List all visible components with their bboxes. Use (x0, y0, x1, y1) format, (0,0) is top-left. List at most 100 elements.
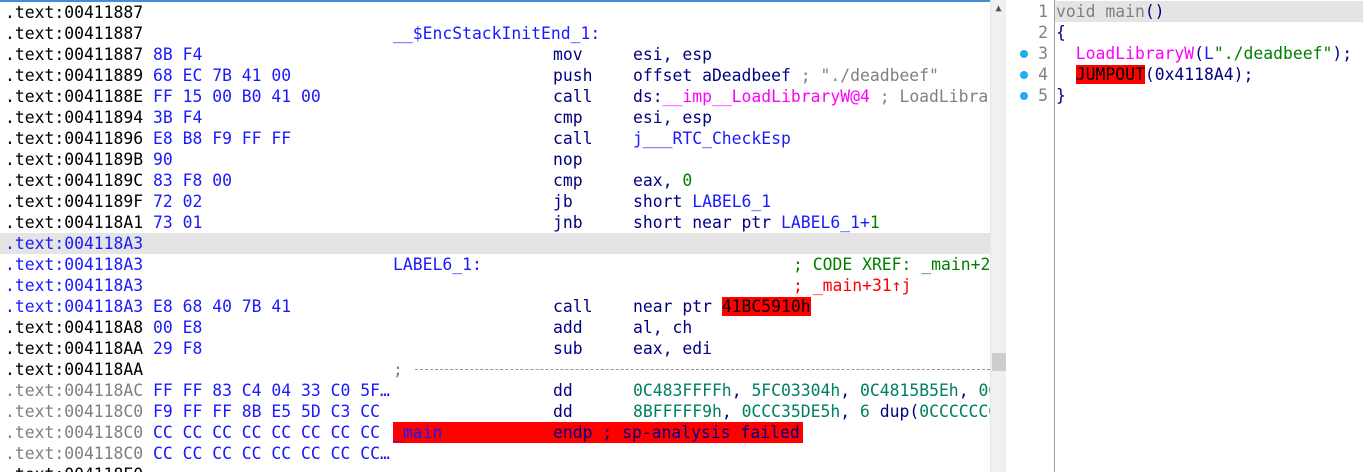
operands-part[interactable]: 41BC5910h (721, 297, 811, 316)
label: LABEL6_1: (393, 254, 482, 275)
operands: esi, esp (633, 44, 712, 65)
disasm-line[interactable]: .text:004118E0 (0, 464, 990, 472)
address: .text:00411887 (5, 24, 144, 43)
operands-part: dup( (869, 402, 920, 421)
code-text: JUMPOUT(0x4118A4); (1055, 64, 1363, 85)
address: .text:004118A3 (5, 297, 144, 316)
operands-part[interactable]: j___RTC_CheckEsp (633, 129, 791, 148)
separator-semicolon: ; (393, 360, 403, 379)
comment: ; _main+31↑j (793, 275, 911, 296)
operands: short near ptr LABEL6_1+1 (633, 212, 880, 233)
operands-part: short near ptr (633, 213, 782, 232)
operands: ds:__imp__LoadLibraryW@4 ; LoadLibra (633, 86, 988, 107)
opcode-bytes: 83 F8 00 (153, 171, 232, 190)
label-part[interactable]: __$EncStackInitEnd_1: (393, 24, 601, 43)
address: .text:004118A3 (5, 276, 144, 295)
opcode-bytes: E8 B8 F9 FF FF (153, 129, 292, 148)
opcode-bytes: 00 E8 (153, 318, 203, 337)
address: .text:0041189B (5, 150, 144, 169)
pseudocode-line[interactable]: 4 JUMPOUT(0x4118A4); (1006, 64, 1363, 85)
label-part[interactable]: _main (393, 423, 443, 442)
scroll-thumb[interactable] (992, 353, 1006, 371)
mnemonic: call (553, 87, 593, 106)
address: .text:004118AC (5, 381, 144, 400)
address: .text:00411887 (5, 3, 144, 22)
operands: eax, edi (633, 338, 712, 359)
address: .text:004118A3 (5, 234, 144, 253)
operands-part[interactable]: LABEL6_1 (692, 192, 772, 211)
code-token: (0x4118A4); (1144, 65, 1254, 84)
operands-part: , (958, 381, 979, 400)
operands-part: 0C4815B5Eh (860, 381, 959, 400)
disasm-line[interactable]: .text:004118A3 ; _main+31↑j (0, 275, 990, 296)
opcode-bytes: F9 FF FF 8B E5 5D C3 CC (153, 402, 380, 421)
error-highlight (393, 422, 803, 443)
operands: j___RTC_CheckEsp (633, 128, 791, 149)
code-token: JUMPOUT (1075, 65, 1145, 84)
opcode-bytes: CC CC CC CC CC CC CC CC (153, 423, 380, 442)
disasm-line[interactable]: .text:004118A3 (0, 233, 990, 254)
pseudocode-line[interactable]: 5} (1006, 85, 1363, 106)
operands-part: ; LoadLibra (869, 87, 989, 106)
breakpoint-dot-icon[interactable] (1020, 71, 1028, 79)
breakpoint-dot-icon[interactable] (1020, 92, 1028, 100)
code-text: } (1055, 85, 1363, 106)
address: .text:0041188E (5, 87, 144, 106)
disassembly-scrollbar[interactable]: ▲ (990, 0, 1006, 472)
operands-part: ds: (633, 87, 663, 106)
disasm-line[interactable]: .text:00411887 __$EncStackInitEnd_1: (0, 23, 990, 44)
operands-part: 6 (860, 402, 870, 421)
mnemonic: add (553, 318, 583, 337)
disassembly-view[interactable]: .text:00411887 .text:00411887 __$EncStackI… (0, 0, 990, 472)
operands-part: ; "./deadbeef" (790, 66, 939, 85)
code-token (1056, 44, 1076, 63)
gutter-divider (1054, 0, 1055, 472)
line-number: 4 (1038, 65, 1048, 84)
disasm-line[interactable]: .text:004118AA; (0, 359, 990, 380)
mnemonic: sub (553, 339, 583, 358)
code-text: void main() (1055, 1, 1363, 22)
breakpoint-dot-icon[interactable] (1020, 50, 1028, 58)
opcode-bytes: E8 68 40 7B 41 (153, 297, 292, 316)
code-text: { (1055, 22, 1363, 43)
address: .text:004118AA (5, 360, 144, 379)
address: .text:00411887 (5, 45, 144, 64)
address: .text:00411889 (5, 66, 144, 85)
operands: offset aDeadbeef ; "./deadbeef" (633, 65, 939, 86)
opcode-bytes: 73 01 (153, 213, 203, 232)
address: .text:0041189F (5, 192, 144, 211)
mnemonic: push (553, 66, 593, 85)
operands-part[interactable]: __imp__LoadLibraryW@4 (662, 87, 870, 106)
pseudocode-line[interactable]: 2{ (1006, 22, 1363, 43)
address: .text:004118A8 (5, 318, 144, 337)
dash-line (415, 369, 990, 370)
pseudocode-line[interactable]: 3 LoadLibraryW(L"./deadbeef"); (1006, 43, 1363, 64)
address: .text:004118C0 (5, 444, 144, 463)
opcode-bytes: 90 (153, 150, 173, 169)
disasm-line[interactable]: .text:00411887 (0, 2, 990, 23)
code-token: { (1056, 23, 1066, 42)
operands-part: near ptr (633, 297, 722, 316)
label-part[interactable]: LABEL6_1: (393, 255, 482, 274)
scroll-up-arrow-icon[interactable]: ▲ (995, 3, 1002, 14)
operands-part[interactable]: LABEL6_1+ (781, 213, 870, 232)
